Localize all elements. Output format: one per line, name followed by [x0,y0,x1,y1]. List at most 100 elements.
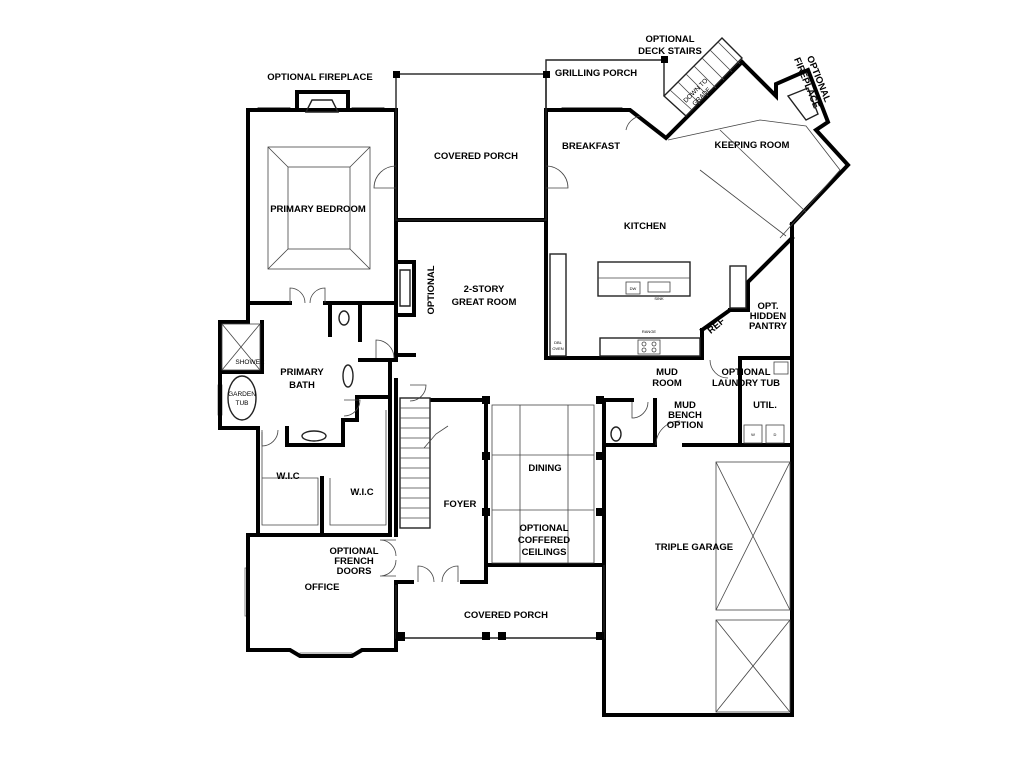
garage-bay-2 [715,619,791,713]
label-dw: DW [630,286,637,291]
label-optional-coffered-2: COFFERED [518,535,570,546]
counter-bottom [599,337,701,357]
column [498,632,506,640]
label-primary-bedroom: PRIMARY BEDROOM [270,204,366,215]
door-front [417,565,459,583]
garden-tub [227,375,257,421]
label-great-room-2: GREAT ROOM [452,297,517,308]
toilet-bath [338,310,350,326]
door-breakfast-porch [545,165,569,189]
label-optional-laundry-tub-2: LAUNDRY TUB [712,378,780,389]
covered-porch-front-outline [395,565,605,639]
label-dbl-oven-2: OVEN [552,346,563,351]
laundry-tub [773,361,789,375]
vanity-sink-left [301,430,327,442]
label-foyer: FOYER [444,499,477,510]
wic-shelf-left [261,432,319,526]
wall-pantry [728,235,795,312]
column [482,452,490,460]
wall-keeping-room [739,59,851,227]
column [396,632,405,641]
column [596,632,604,640]
column [543,71,550,78]
wall-foyer-left [394,580,414,587]
label-primary-bath-2: BATH [289,380,315,391]
label-dining: DINING [528,463,561,474]
label-optional-deck-stairs-1: OPTIONAL [645,34,694,45]
washer [743,424,763,444]
label-mud-room-1: MUD [656,367,678,378]
doors [261,115,729,583]
label-optional-side: OPTIONAL [426,265,437,314]
main-stairs [399,397,449,529]
label-mud-room-2: ROOM [652,378,682,389]
label-office: OFFICE [305,582,340,593]
label-opt-hidden-pantry-2: HIDDEN [750,311,787,322]
grilling-porch-outline [545,59,665,110]
door-bedroom-porch [373,165,397,189]
door-office [379,539,397,577]
ceiling-details [267,119,841,713]
label-optional-french-doors-1: OPTIONAL [329,546,378,557]
counter-right [729,265,747,309]
label-garden-tub-2: TUB [236,400,249,407]
column [596,396,604,404]
label-optional-fireplace-left: OPTIONAL FIREPLACE [267,72,372,83]
wall-great-room-fireplace [394,260,416,317]
range [637,339,661,355]
label-opt-hidden-pantry-3: PANTRY [749,321,788,332]
label-shower: SHOWER [235,359,265,366]
coffered-ceiling [491,404,595,564]
label-dbl-oven-1: DBL [554,340,563,345]
label-util: UTIL. [753,400,777,411]
door-garage [655,420,681,446]
label-great-room-1: 2-STORY [464,284,505,295]
tray-ceiling-inner [287,166,351,250]
counter-left [549,253,567,357]
garage-bay-1 [715,461,791,611]
label-kitchen: KITCHEN [624,221,666,232]
door-util [709,359,729,379]
wall-garage [602,443,794,717]
keeping-room-ceiling [667,119,841,239]
label-garden-tub-1: GARDEN [228,391,256,398]
columns [393,56,668,641]
door-wic2 [343,399,361,417]
dishwasher [625,281,641,295]
wall-office [246,533,398,658]
label-optional-laundry-tub-1: OPTIONAL [721,367,770,378]
wall-fireplace-left [295,90,350,112]
label-optional-french-doors-2: FRENCH [334,556,374,567]
door-grill [625,115,641,131]
shower-box [221,323,261,371]
label-range: RANGE [642,329,657,334]
fireplace-great-room [399,269,411,307]
vanity-sink-right [342,364,354,388]
label-wic-right: W.I.C [350,487,373,498]
column [482,508,490,516]
label-opt-hidden-pantry-1: OPT. [757,301,778,312]
door-stair [409,384,427,402]
column [393,71,400,78]
wall-bath-inner [285,395,392,447]
dryer [765,424,785,444]
column [661,56,668,63]
island-sink [647,281,671,293]
label-grilling-porch: GRILLING PORCH [555,68,637,79]
label-sink: SINK [654,296,664,301]
tray-ceiling-outer [267,146,371,270]
column [482,396,490,404]
toilet-powder [610,426,622,442]
column [482,632,490,640]
label-washer: W [751,432,755,437]
label-ref: REF [706,316,728,337]
label-optional-coffered-1: OPTIONAL [519,523,568,534]
label-mud-bench-option-1: MUD [674,400,696,411]
label-primary-bath-1: PRIMARY [280,367,324,378]
room-labels: OPTIONAL FIREPLACE GRILLING PORCH OPTION… [228,34,833,621]
label-triple-garage: TRIPLE GARAGE [655,542,733,553]
stair-outline [399,397,431,529]
label-wic-left: W.I.C [276,471,299,482]
fixtures [221,87,819,526]
column [596,508,604,516]
